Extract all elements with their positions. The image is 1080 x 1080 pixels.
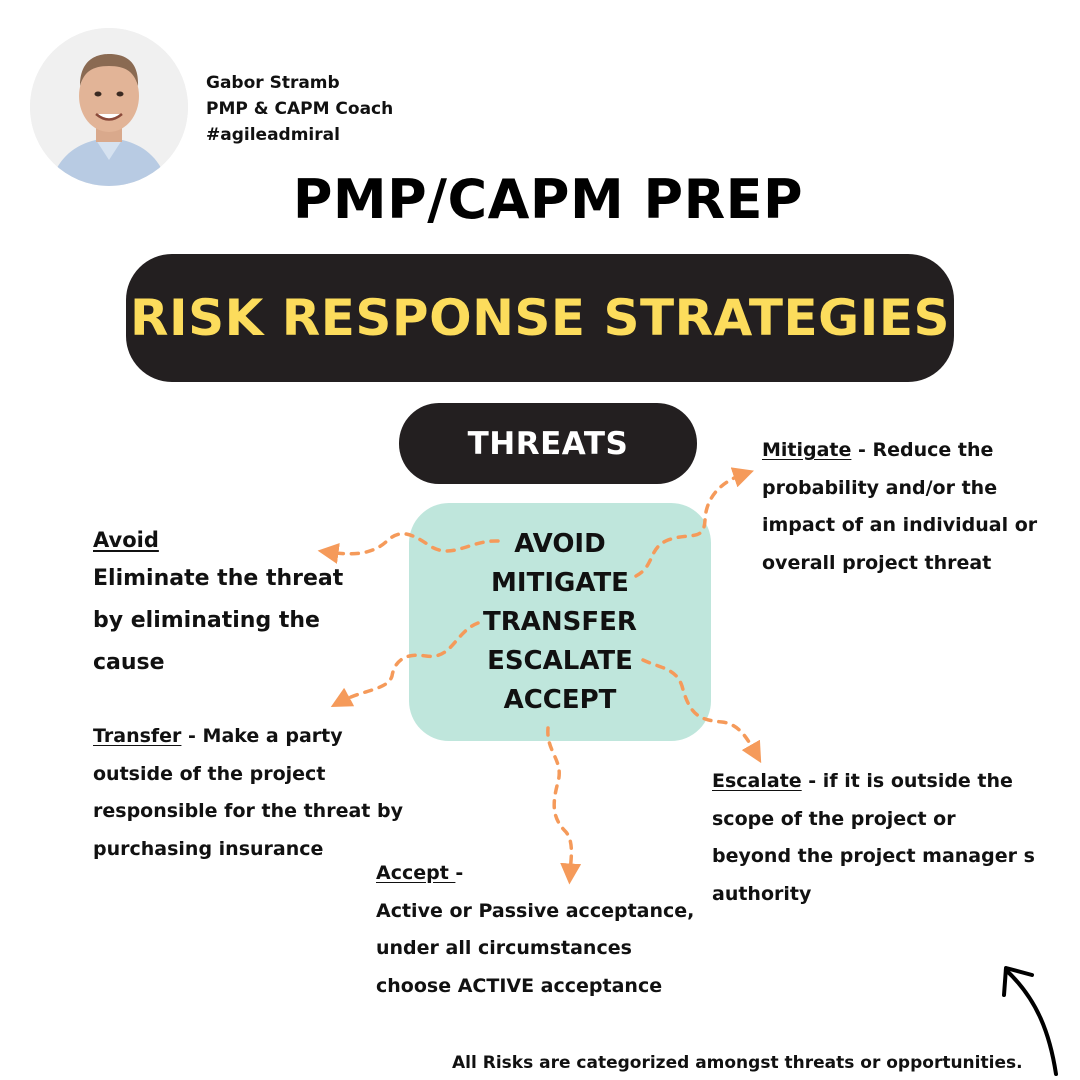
mitigate-line: probability and/or the bbox=[762, 476, 998, 499]
accept-line: Active or Passive acceptance, bbox=[376, 899, 695, 922]
transfer-description: Transfer - Make a party outside of the p… bbox=[93, 718, 403, 868]
author-info: Gabor Stramb PMP & CAPM Coach #agileadmi… bbox=[206, 70, 393, 148]
escalate-connector bbox=[641, 658, 762, 764]
strategy-box bbox=[409, 503, 711, 741]
strategy-list-item: ESCALATE bbox=[487, 646, 633, 676]
author-role: PMP & CAPM Coach bbox=[206, 99, 394, 119]
transfer-title: Transfer bbox=[93, 725, 182, 747]
accept-line: choose ACTIVE acceptance bbox=[376, 974, 663, 997]
accept-description: Accept - Active or Passive acceptance, u… bbox=[376, 855, 694, 1005]
title-banner: RISK RESPONSE STRATEGIES bbox=[126, 254, 954, 382]
escalate-line: beyond the project manager s bbox=[712, 845, 1035, 867]
transfer-line: outside of the project bbox=[93, 762, 326, 785]
author-avatar bbox=[30, 28, 188, 186]
avoid-description: Avoid Eliminate the threat by eliminatin… bbox=[93, 522, 343, 684]
mitigate-line: impact of an individual or bbox=[762, 514, 1038, 536]
strategy-list-item: MITIGATE bbox=[491, 568, 629, 598]
mitigate-first-line: - Reduce the bbox=[851, 439, 994, 461]
escalate-description: Escalate - if it is outside the scope of… bbox=[712, 763, 1035, 913]
transfer-first-line: - Make a party bbox=[181, 725, 343, 747]
banner-text: RISK RESPONSE STRATEGIES bbox=[129, 289, 950, 347]
mitigate-connector bbox=[634, 467, 754, 578]
escalate-line: scope of the project or bbox=[712, 807, 956, 830]
avoid-connector bbox=[317, 532, 500, 564]
footer-note: All Risks are categorized amongst threat… bbox=[452, 1053, 1023, 1073]
transfer-line: purchasing insurance bbox=[93, 837, 324, 860]
strategy-list-item: AVOID bbox=[514, 529, 606, 559]
strategy-list: AVOID MITIGATE TRANSFER ESCALATE ACCEPT bbox=[409, 525, 711, 720]
escalate-title: Escalate bbox=[712, 770, 802, 792]
accept-connector bbox=[546, 726, 582, 885]
mitigate-title: Mitigate bbox=[762, 439, 852, 461]
category-pill: THREATS bbox=[399, 403, 697, 484]
author-handle: #agileadmiral bbox=[206, 125, 340, 145]
transfer-connector bbox=[330, 621, 480, 708]
avoid-title: Avoid bbox=[93, 528, 159, 552]
accept-first-line: - bbox=[455, 862, 464, 884]
avoid-line: cause bbox=[93, 650, 165, 675]
escalate-first-line: - if it is outside the bbox=[801, 770, 1013, 792]
author-name: Gabor Stramb bbox=[206, 73, 340, 93]
avoid-line: Eliminate the threat bbox=[93, 566, 344, 591]
strategy-list-item: TRANSFER bbox=[483, 607, 637, 637]
person-photo-icon bbox=[30, 28, 188, 186]
accept-line: under all circumstances bbox=[376, 937, 632, 959]
escalate-line: authority bbox=[712, 882, 812, 905]
strategy-list-item: ACCEPT bbox=[503, 685, 617, 715]
transfer-line: responsible for the threat by bbox=[93, 800, 403, 822]
mitigate-line: overall project threat bbox=[762, 551, 992, 574]
mitigate-description: Mitigate - Reduce the probability and/or… bbox=[762, 432, 1037, 582]
curved-pointer-icon bbox=[1004, 968, 1058, 1076]
page-title: PMP/CAPM PREP bbox=[292, 168, 804, 231]
avoid-line: by eliminating the bbox=[93, 608, 320, 633]
accept-title: Accept bbox=[376, 862, 456, 884]
category-label: THREATS bbox=[467, 425, 629, 462]
